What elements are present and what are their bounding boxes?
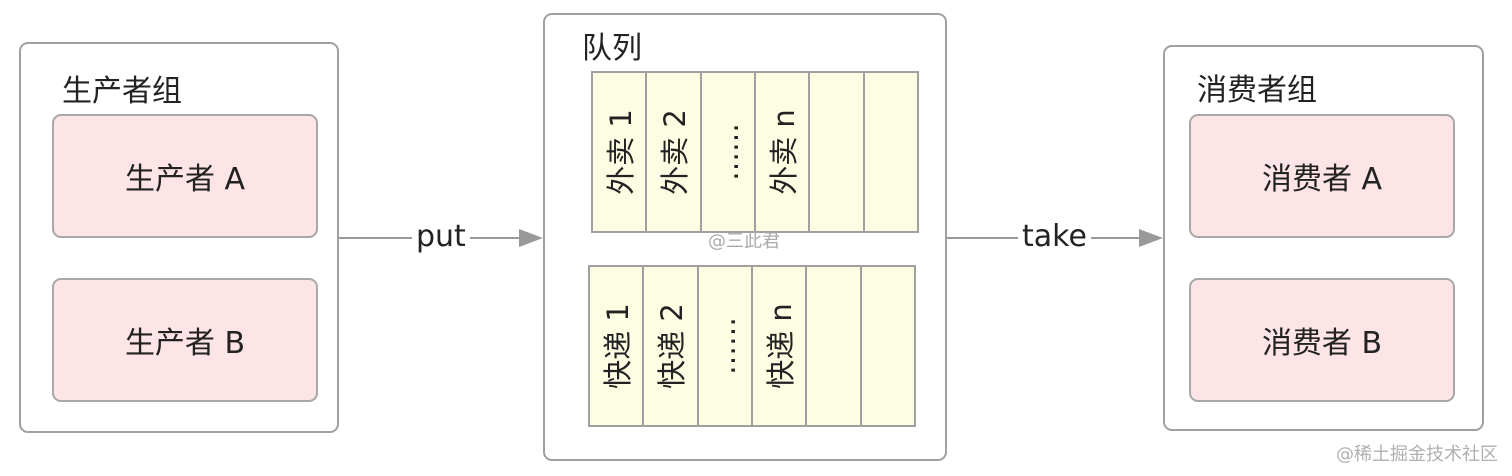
- queue-cell-ellipsis: ……: [710, 123, 745, 181]
- consumer-a: 消费者 A: [1189, 114, 1455, 238]
- put-label: put: [412, 222, 470, 252]
- queue-cell: ……: [701, 73, 756, 231]
- consumer-b-label: 消费者 B: [1261, 326, 1383, 361]
- queue-cell: 外卖 n: [755, 73, 811, 231]
- queue-cell: ……: [698, 267, 753, 425]
- queue-cell-ellipsis: ……: [707, 317, 742, 375]
- queue-cell-label: 外卖 n: [767, 109, 802, 195]
- take-arrow-head-icon: [1139, 229, 1163, 247]
- producer-group-title: 生产者组: [62, 74, 182, 109]
- queue-cell-empty: [864, 73, 917, 231]
- queue-cell-label: 快递 n: [764, 303, 799, 389]
- queue-cell: 外卖 1: [593, 73, 648, 231]
- producer-b-label: 生产者 B: [124, 326, 246, 361]
- queue-row-express: 快递 1 快递 2 …… 快递 n: [588, 265, 916, 427]
- consumer-b: 消费者 B: [1189, 278, 1455, 402]
- queue-cell: 外卖 2: [647, 73, 702, 231]
- take-label: take: [1018, 222, 1091, 252]
- consumer-group-title: 消费者组: [1197, 73, 1317, 108]
- queue-cell: 快递 n: [752, 267, 808, 425]
- queue-cell-label: 快递 2: [655, 303, 690, 389]
- author-watermark: @三此君: [708, 231, 780, 252]
- queue-cell-empty: [807, 267, 862, 425]
- queue-title: 队列: [582, 31, 642, 66]
- queue-row-takeout: 外卖 1 外卖 2 …… 外卖 n: [591, 71, 919, 233]
- queue-cell-label: 外卖 2: [658, 109, 693, 195]
- queue-cell-label: 快递 1: [601, 303, 636, 389]
- queue-cell-empty: [861, 267, 914, 425]
- producer-a: 生产者 A: [52, 114, 318, 238]
- queue-cell: 快递 1: [590, 267, 645, 425]
- put-arrow-head-icon: [519, 229, 543, 247]
- queue-cell: 快递 2: [644, 267, 699, 425]
- site-watermark: @稀土掘金技术社区: [1336, 444, 1498, 465]
- producer-b: 生产者 B: [52, 278, 318, 402]
- queue-cell-label: 外卖 1: [604, 109, 639, 195]
- producer-a-label: 生产者 A: [124, 162, 246, 197]
- consumer-a-label: 消费者 A: [1261, 162, 1383, 197]
- queue-cell-empty: [810, 73, 865, 231]
